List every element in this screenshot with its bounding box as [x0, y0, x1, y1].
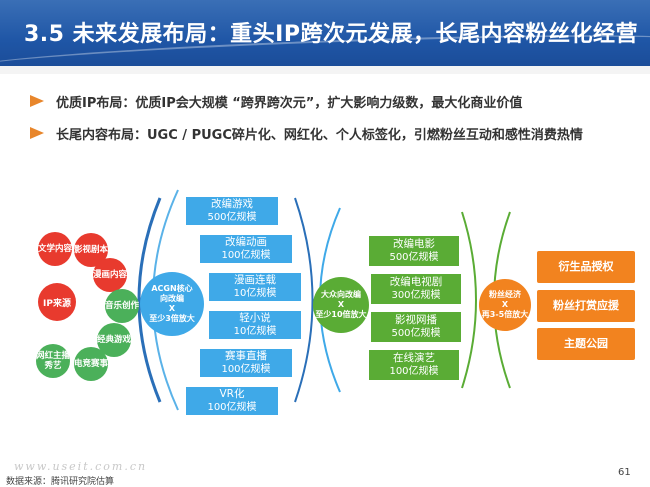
item-name: 赛事直播: [225, 350, 267, 362]
ip-source-music: 音乐创作: [105, 289, 139, 323]
item-scale: 500亿规模: [389, 252, 439, 263]
item-name: 改编电影: [393, 238, 435, 250]
page-number: 61: [618, 467, 631, 478]
stage1-hub-line: 向改编: [160, 294, 184, 303]
stage3-item: 衍生品授权: [537, 251, 635, 283]
ip-source-literature: 文学内容: [38, 232, 72, 266]
item-name: 在线演艺: [393, 352, 435, 364]
stage3-item: 粉丝打赏应援: [537, 290, 635, 322]
stage2-hub-line: 大众向改编: [321, 290, 361, 299]
item-scale: 500亿规模: [391, 328, 441, 339]
stage1-item: 改编游戏 500亿规模: [186, 197, 278, 225]
item-scale: 500亿规模: [207, 212, 257, 223]
stage2-hub: 大众向改编 X 至少10倍放大: [313, 277, 369, 333]
stage2-item: 改编电影 500亿规模: [369, 236, 459, 266]
arc-divider: [294, 197, 314, 403]
item-scale: 300亿规模: [391, 290, 441, 301]
stage1-item: 漫画连载 10亿规模: [209, 273, 301, 301]
item-name: 改编游戏: [211, 198, 253, 210]
source-note: 数据来源：腾讯研究院估算: [6, 477, 115, 487]
bullet-text: 长尾内容布局：UGC / PUGC碎片化、网红化、个人标签化，引燃粉丝互动和感性…: [56, 127, 583, 143]
stage3-hub: 粉丝经济 X 再3-5倍放大: [479, 279, 531, 331]
watermark: www.useit.com.cn: [14, 460, 148, 473]
item-scale: 100亿规模: [389, 366, 439, 377]
arc-divider: [461, 211, 477, 389]
item-name: 轻小说: [239, 312, 271, 324]
item-name: 改编电视剧: [389, 276, 443, 288]
stage3-hub-line: 再3-5倍放大: [481, 310, 529, 319]
item-scale: 100亿规模: [221, 250, 271, 261]
arc-divider: [137, 197, 162, 403]
stage1-hub: ACGN核心 向改编 X 至少3倍放大: [140, 272, 204, 336]
stage2-hub-line: 至少10倍放大: [315, 310, 367, 319]
stage1-item: 赛事直播 100亿规模: [200, 349, 292, 377]
stage2-item: 在线演艺 100亿规模: [369, 350, 459, 380]
item-name: 漫画连载: [234, 274, 276, 286]
item-scale: 100亿规模: [207, 402, 257, 413]
stage2-item: 改编电视剧 300亿规模: [371, 274, 461, 304]
stage1-item: VR化 100亿规模: [186, 387, 278, 415]
stage1-hub-line: ACGN核心: [151, 284, 193, 293]
item-scale: 10亿规模: [233, 326, 277, 337]
ip-source-center: IP来源: [38, 283, 76, 321]
stage1-hub-line: 至少3倍放大: [149, 314, 195, 323]
stage1-item: 轻小说 10亿规模: [209, 311, 301, 339]
ip-source-comics: 漫画内容: [93, 258, 127, 292]
header-banner: 3.5 未来发展布局：重头IP跨次元发展，长尾内容粉丝化经营: [0, 0, 650, 74]
bullet-text: 优质IP布局：优质IP会大规模 “跨界跨次元”，扩大影响力级数，最大化商业价值: [56, 95, 523, 111]
stage2-item: 影视网播 500亿规模: [371, 312, 461, 342]
bullet-quality-ip: 优质IP布局：优质IP会大规模 “跨界跨次元”，扩大影响力级数，最大化商业价值: [30, 92, 523, 111]
ip-source-influencer: 网红主播秀艺: [36, 344, 70, 378]
slide-title: 3.5 未来发展布局：重头IP跨次元发展，长尾内容粉丝化经营: [24, 22, 638, 47]
stage1-item: 改编动画 100亿规模: [200, 235, 292, 263]
stage3-hub-line: X: [501, 300, 509, 309]
ip-source-esports: 电竞赛事: [74, 347, 108, 381]
orange-arrow-icon: [30, 95, 44, 107]
item-name: 改编动画: [225, 236, 267, 248]
item-scale: 100亿规模: [221, 364, 271, 375]
item-name: 影视网播: [395, 314, 437, 326]
stage2-hub-line: X: [337, 300, 345, 309]
stage1-hub-line: X: [168, 304, 176, 313]
bullet-longtail: 长尾内容布局：UGC / PUGC碎片化、网红化、个人标签化，引燃粉丝互动和感性…: [30, 124, 583, 143]
orange-arrow-icon: [30, 127, 44, 139]
item-name: VR化: [219, 388, 245, 400]
stage3-item: 主题公园: [537, 328, 635, 360]
item-scale: 10亿规模: [233, 288, 277, 299]
stage3-hub-line: 粉丝经济: [489, 290, 521, 299]
